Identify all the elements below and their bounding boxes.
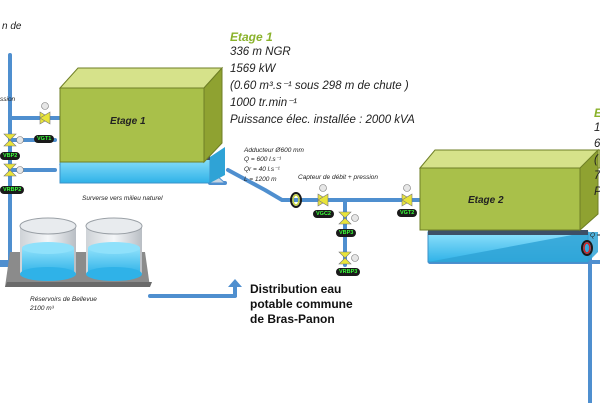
etage1-spec-altitude: 336 m NGR <box>230 46 291 58</box>
valve-vgc2-symbol <box>317 184 329 207</box>
right-q-fragment: Q = <box>590 232 600 239</box>
valve-tag-vbp2: VBP2 <box>0 152 21 160</box>
etage2-spec-fragment-3: ( <box>594 154 598 166</box>
etage2-basin <box>427 230 598 263</box>
valve-tag-vrbp2: VRBP2 <box>0 186 25 194</box>
distribution-arrow <box>228 279 242 287</box>
valve-tag-vgt1: VGT1 <box>34 135 55 143</box>
distribution-line-3: de Bras-Panon <box>250 312 335 326</box>
etage2-spec-fragment-1: 1 <box>594 122 600 134</box>
etage1-spec-installed-power: Puissance élec. installée : 2000 kVA <box>230 114 415 126</box>
adducteur-line-2: Q = 600 l.s⁻¹ <box>244 156 282 163</box>
valve-vrbp3-symbol <box>338 251 359 265</box>
etage2-title-fragment: E <box>594 106 600 120</box>
reservoirs-bellevue <box>5 217 152 287</box>
pipe-adducteur <box>226 168 422 202</box>
capteur-label: Capteur de débit + pression <box>298 174 379 181</box>
valve-vbp2-symbol <box>3 133 24 147</box>
valve-vrbp2-symbol <box>3 163 24 177</box>
valve-tag-vrbp3: VRBP3 <box>336 268 361 276</box>
valve-vgt2-symbol <box>401 184 413 207</box>
etage1-spec-power: 1569 kW <box>230 63 276 75</box>
valve-vgt1-symbol <box>39 102 51 125</box>
etage1-title: Etage 1 <box>230 30 273 44</box>
left-fragment-top: n de <box>2 21 22 32</box>
etage1-box-label: Etage 1 <box>110 116 146 127</box>
pipe-distribution <box>148 283 237 298</box>
adducteur-line-4: L = 1200 m <box>244 176 277 183</box>
valve-tag-vgc2: VGC2 <box>313 210 334 218</box>
surverse-label: Surverse vers milieu naturel <box>82 195 163 202</box>
etage2-turbine-box <box>418 148 600 232</box>
reservoirs-volume: 2100 m³ <box>30 305 54 312</box>
etage2-spec-fragment-2: 6 <box>594 138 600 150</box>
adducteur-line-3: Qr = 40 l.s⁻¹ <box>244 166 280 173</box>
valve-symbols <box>3 102 413 265</box>
distribution-line-2: potable commune <box>250 297 353 311</box>
valve-tag-vbp3: VBP3 <box>336 229 357 237</box>
adducteur-line-1: Adducteur Ø600 mm <box>244 147 304 154</box>
etage2-box-label: Etage 2 <box>468 195 504 206</box>
flow-sensor-ring-etage2 <box>581 240 593 256</box>
etage1-spec-speed: 1000 tr.min⁻¹ <box>230 97 298 109</box>
distribution-arrow-stem <box>233 285 237 297</box>
distribution-line-1: Distribution eau <box>250 282 342 296</box>
flow-sensor-ring <box>290 192 302 208</box>
valve-vbp3-symbol <box>338 211 359 225</box>
etage1-turbine-box <box>58 66 224 164</box>
etage2-spec-fragment-5: P <box>594 185 600 200</box>
etage2-spec-fragment-4: 7 <box>594 170 600 182</box>
valve-tag-vgt2: VGT2 <box>397 209 418 217</box>
reservoirs-label: Réservoirs de Bellevue <box>30 296 97 303</box>
left-fragment-pression: ssion <box>0 96 16 103</box>
etage1-spec-flow: (0.60 m³.s⁻¹ sous 298 m de chute ) <box>230 80 409 92</box>
